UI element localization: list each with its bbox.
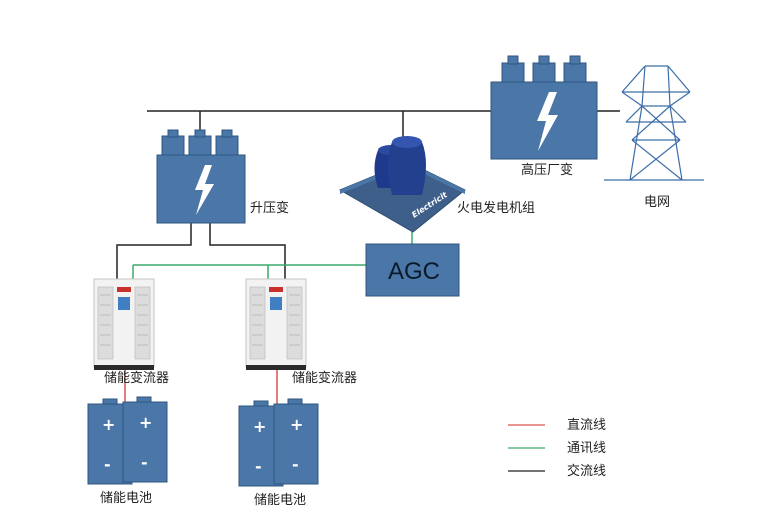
battery-1-minus-a: - (104, 455, 111, 474)
thermal-generating-unit: Electricit 火电发电机组 (338, 136, 535, 233)
pcs-1-label: 储能变流器 (104, 370, 169, 386)
legend: 直流线 通讯线 交流线 (508, 418, 606, 479)
booster-transformer-label: 升压变 (250, 200, 289, 216)
transmission-tower-icon (604, 65, 704, 181)
booster-transformer: 升压变 (156, 129, 289, 224)
legend-label-comm: 通讯线 (567, 441, 606, 456)
power-grid: 电网 (604, 65, 704, 210)
converter-cabinet-icon (93, 278, 155, 370)
legend-label-ac: 交流线 (567, 463, 606, 479)
battery-2-minus-b: - (292, 455, 299, 474)
plant-hv-transformer-label: 高压厂变 (521, 162, 573, 178)
battery-1: + - + - 储能电池 (87, 396, 168, 506)
battery-2-plus-a: + (253, 417, 266, 436)
pcs-2-label: 储能变流器 (292, 370, 357, 386)
thermal-unit-label: 火电发电机组 (457, 200, 535, 216)
legend-label-dc: 直流线 (567, 418, 606, 433)
power-grid-label: 电网 (644, 195, 670, 210)
cooling-tower-icon: Electricit (338, 136, 466, 233)
battery-1-minus-b: - (141, 453, 148, 472)
pcs-1: 储能变流器 (93, 278, 169, 386)
battery-2-label: 储能电池 (254, 493, 306, 508)
battery-icon: + - + - (238, 398, 319, 487)
pcs-2: 储能变流器 (245, 278, 357, 386)
agc-controller: AGC (365, 243, 460, 297)
battery-1-label: 储能电池 (100, 491, 152, 506)
ac-booster-to-pcs-2 (209, 222, 286, 280)
ac-booster-to-pcs-1 (116, 222, 192, 280)
transformer-icon (490, 55, 598, 160)
battery-icon: + - + - (87, 396, 168, 485)
battery-2: + - + - 储能电池 (238, 398, 319, 508)
plant-hv-transformer: 高压厂变 (490, 55, 598, 178)
transformer-icon (156, 129, 246, 224)
converter-cabinet-icon (245, 278, 307, 370)
battery-2-minus-a: - (255, 457, 262, 476)
agc-label: AGC (388, 258, 440, 285)
lightning-icon (537, 92, 558, 151)
battery-1-plus-b: + (139, 413, 152, 432)
battery-2-plus-b: + (290, 415, 303, 434)
lightning-icon (195, 165, 214, 215)
battery-1-plus-a: + (102, 415, 115, 434)
